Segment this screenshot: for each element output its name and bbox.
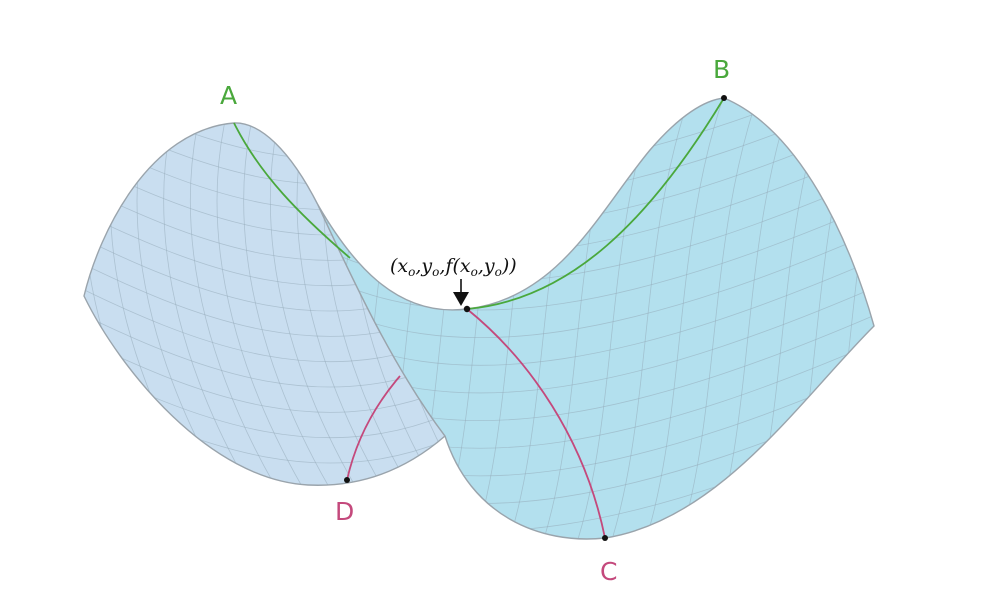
point-d-dot (344, 477, 350, 483)
curve-a-to-center (233, 122, 351, 259)
mesh-line (318, 193, 874, 311)
curve-center-to-c (466, 308, 606, 539)
mesh-line (84, 122, 445, 134)
down-arrow-icon (453, 279, 469, 306)
point-center (463, 305, 471, 313)
surface-front-lobe (317, 97, 875, 540)
mesh-line (190, 122, 284, 486)
mesh-line (216, 122, 311, 486)
mesh-line (318, 98, 874, 117)
label-a: A (220, 81, 237, 110)
curve-center-to-b (466, 97, 725, 310)
point-b-dot (721, 95, 727, 101)
mesh-line (639, 98, 730, 539)
curve-d-upward (346, 375, 401, 481)
label-c: C (600, 557, 617, 586)
point-formula: (xo,yo,f(xo,yo)) (390, 255, 517, 279)
mesh-line (604, 98, 696, 539)
mesh-line (270, 122, 364, 486)
label-d: D (335, 497, 354, 526)
mesh-line (318, 98, 874, 173)
mesh-line (243, 122, 338, 486)
label-b: B (713, 55, 730, 84)
mesh-line (318, 98, 874, 145)
mesh-line (163, 122, 258, 486)
point-c-dot (602, 535, 608, 541)
mesh-line (673, 98, 764, 539)
